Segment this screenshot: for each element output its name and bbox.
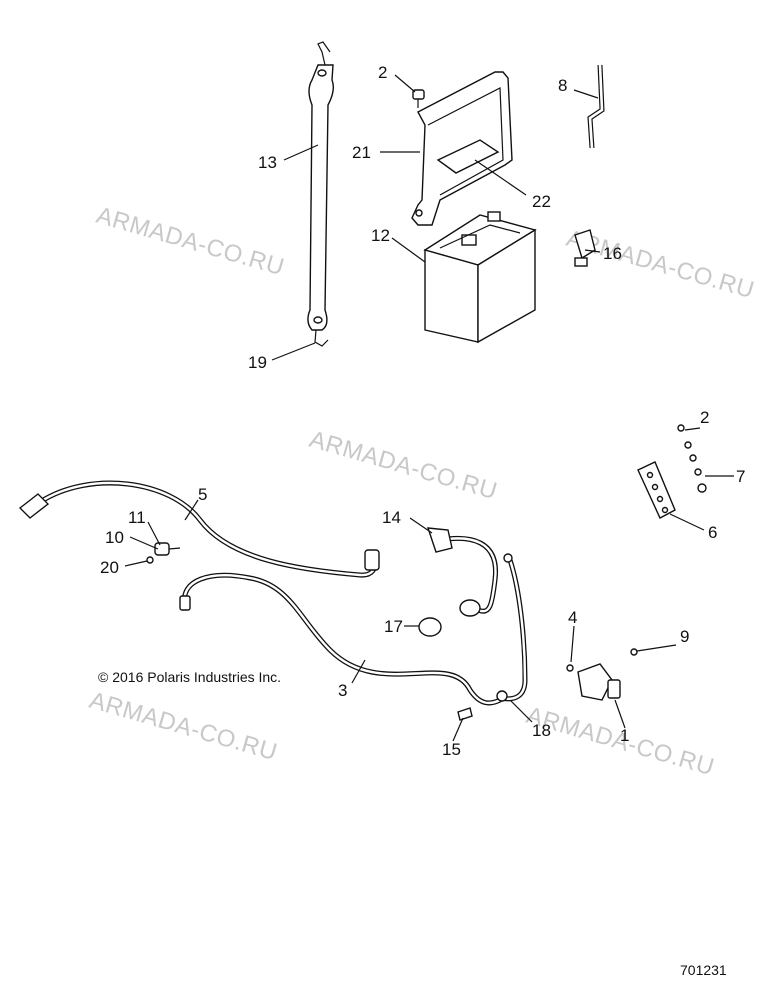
battery-cable-3 [179, 572, 503, 706]
callout-1: 1 [620, 726, 629, 745]
callout-19: 19 [248, 353, 267, 372]
callout-20: 20 [100, 558, 119, 577]
callout-15: 15 [442, 740, 461, 759]
callout-11: 11 [128, 508, 146, 527]
callout-2-right: 2 [700, 408, 709, 427]
watermark: ARMADA-CO.RU [93, 202, 287, 281]
fastener-group [146, 542, 181, 564]
solenoid [566, 648, 638, 701]
bolt-icon [412, 89, 425, 108]
positive-cable-14 [426, 527, 499, 617]
callout-6: 6 [708, 523, 717, 542]
battery [423, 211, 537, 344]
watermark: ARMADA-CO.RU [86, 687, 280, 766]
watermark: ARMADA-CO.RU [306, 426, 500, 505]
callout-22: 22 [532, 192, 551, 211]
callout-2-top: 2 [378, 63, 387, 82]
battery-strap [307, 41, 335, 347]
ground-cable-18 [496, 553, 528, 702]
terminal-block [637, 424, 707, 519]
callout-14: 14 [382, 508, 401, 527]
vent-tube [587, 64, 605, 149]
copyright-notice: © 2016 Polaris Industries Inc. [98, 669, 281, 685]
battery-bracket [411, 71, 513, 226]
callout-17: 17 [384, 617, 403, 636]
callout-16: 16 [603, 244, 622, 263]
callout-5: 5 [198, 485, 207, 504]
wire-harness-5 [18, 480, 380, 578]
callout-4: 4 [568, 608, 577, 627]
callout-10: 10 [105, 528, 124, 547]
callout-8: 8 [558, 76, 567, 95]
callout-21: 21 [352, 143, 371, 162]
callout-12: 12 [371, 226, 390, 245]
hose-clamp [418, 617, 442, 637]
callout-13: 13 [258, 153, 277, 172]
callout-9: 9 [680, 627, 689, 646]
push-rivet [457, 707, 473, 721]
watermark: ARMADA-CO.RU [563, 225, 757, 304]
figure-number: 701231 [680, 962, 727, 978]
callout-18: 18 [532, 721, 551, 740]
callout-7: 7 [736, 467, 745, 486]
callout-3: 3 [338, 681, 347, 700]
